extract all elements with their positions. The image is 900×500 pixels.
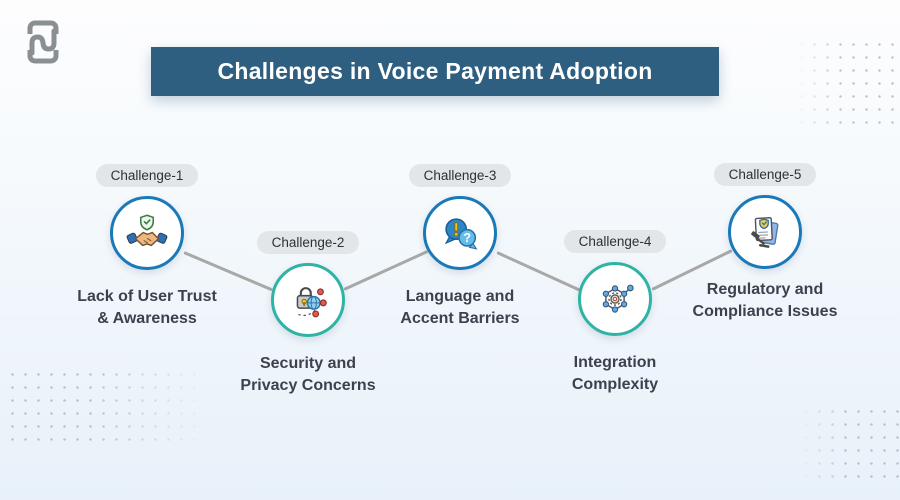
- challenge-node-5: Challenge-5 Regulatory and Compliance Is…: [665, 163, 865, 323]
- lock-network-icon: [296, 287, 327, 318]
- dot-pattern-bottom-right: [800, 405, 900, 483]
- challenge-circle: ?: [423, 196, 497, 270]
- challenge-node-4: Challenge-4 Integration Complexity: [515, 230, 715, 396]
- challenge-circle: [110, 196, 184, 270]
- svg-text:?: ?: [463, 231, 471, 245]
- challenge-caption: Security and Privacy Concerns: [240, 355, 376, 394]
- brand-logo-icon: [22, 18, 64, 66]
- challenge-caption: Lack of User Trust & Awareness: [77, 288, 217, 327]
- document-gavel-icon: [751, 217, 779, 248]
- challenge-caption: Regulatory and Compliance Issues: [692, 281, 838, 320]
- challenge-circle: [728, 195, 802, 269]
- challenge-circle: [578, 262, 652, 336]
- handshake-trust-icon: [126, 214, 168, 247]
- challenge-badge: Challenge-4: [563, 230, 667, 253]
- challenge-circle: [271, 263, 345, 337]
- dot-pattern-bottom-left: [6, 368, 216, 448]
- challenge-node-2: Challenge-2 Security and Privacy Concern…: [208, 231, 408, 397]
- challenge-badge: Challenge-3: [408, 164, 512, 187]
- challenge-caption: Language and Accent Barriers: [400, 288, 520, 327]
- challenge-caption: Integration Complexity: [571, 354, 659, 393]
- challenge-badge: Challenge-5: [713, 163, 817, 186]
- challenge-badge: Challenge-1: [95, 164, 199, 187]
- page-title: Challenges in Voice Payment Adoption: [217, 58, 653, 84]
- challenge-badge: Challenge-2: [256, 231, 360, 254]
- network-nodes-icon: [602, 284, 634, 313]
- speech-bubbles-icon: ?: [444, 218, 478, 250]
- dot-pattern-top-right: [795, 38, 900, 133]
- title-banner: Challenges in Voice Payment Adoption: [151, 47, 719, 96]
- challenge-node-3: Challenge-3 ? Language and Accent Barrie…: [360, 164, 560, 330]
- challenge-node-1: Challenge-1 Lack of User Trust & Awarene…: [47, 164, 247, 330]
